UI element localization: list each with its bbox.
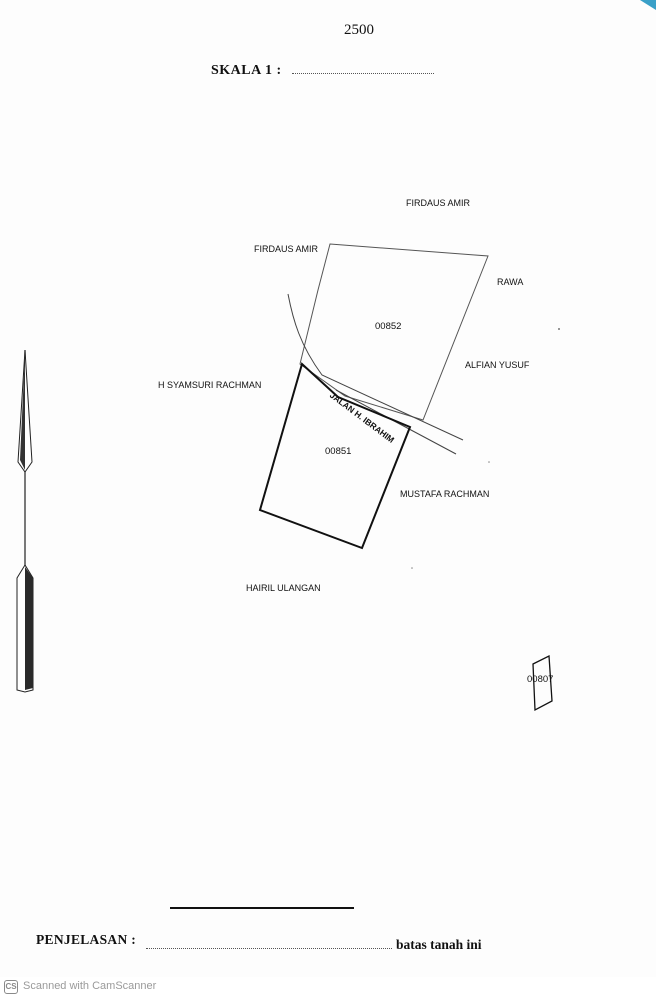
penjelasan-dotted-line (146, 948, 392, 949)
neighbor-label-south: HAIRIL ULANGAN (246, 583, 321, 593)
neighbor-label-west: H SYAMSURI RACHMAN (158, 380, 262, 390)
neighbor-label-east-upper: RAWA (497, 277, 524, 287)
parcel-00851-boundary (258, 362, 412, 550)
parcel-number-small: 00807 (527, 674, 554, 685)
parcel-00807-boundary (532, 654, 553, 712)
scale-number: 2500 (344, 22, 374, 38)
parcel-number-upper: 00852 (375, 321, 402, 332)
penjelasan-label: PENJELASAN : (36, 932, 136, 947)
north-arrow-icon (16, 349, 34, 693)
batas-text: batas tanah ini (396, 937, 482, 952)
neighbor-label-north-top: FIRDAUS AMIR (406, 198, 471, 208)
neighbor-label-east-mid: ALFIAN YUSUF (465, 360, 530, 370)
corner-mark (640, 0, 656, 10)
scanner-footer-bar (0, 977, 656, 1000)
neighbor-label-east-lower: MUSTAFA RACHMAN (400, 489, 490, 499)
scale-label: SKALA 1 : (211, 63, 282, 78)
camscanner-badge-icon: CS (4, 980, 18, 994)
neighbor-label-north-left: FIRDAUS AMIR (254, 244, 319, 254)
signature-line (170, 907, 354, 909)
parcel-number-lower: 00851 (325, 446, 352, 457)
camscanner-watermark-text: Scanned with CamScanner (23, 980, 157, 992)
parcel-00852-boundary (299, 243, 489, 421)
scale-dotted-line (292, 73, 434, 74)
